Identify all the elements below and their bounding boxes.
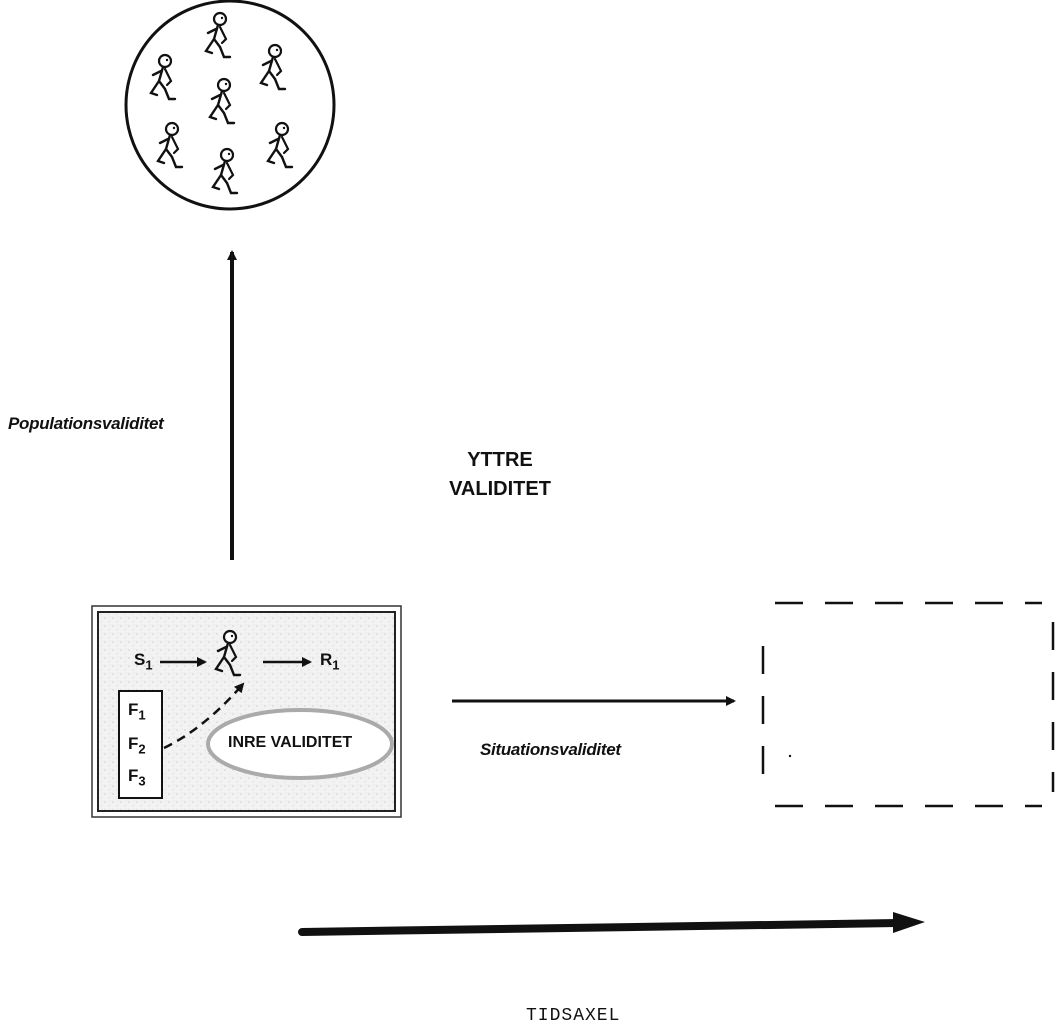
situation-target-box	[761, 601, 1055, 808]
external-validity-line2: VALIDITET	[449, 478, 551, 500]
stimulus-label: S1	[134, 650, 153, 673]
factor-label: F3	[128, 766, 146, 789]
population-validity-label: Populationsvaliditet	[8, 414, 164, 433]
response-label: R1	[320, 650, 340, 673]
internal-validity-label: INRE VALIDITET	[228, 734, 353, 751]
time-axis-label: TIDSAXEL	[526, 1006, 621, 1026]
factor-label: F1	[128, 700, 146, 723]
factors-box	[118, 690, 163, 799]
time-axis-arrow	[298, 912, 925, 936]
situation-validity-label: Situationsvaliditet	[480, 740, 621, 759]
internal-validity-ellipse	[206, 708, 394, 780]
factor-label: F2	[128, 734, 146, 757]
factor-influence-arrow	[163, 682, 245, 750]
population-circle	[124, 0, 336, 211]
external-validity-label: YTTRE VALIDITET	[440, 446, 560, 504]
external-validity-line1: YTTRE	[467, 449, 533, 471]
experiment-box	[91, 605, 402, 818]
